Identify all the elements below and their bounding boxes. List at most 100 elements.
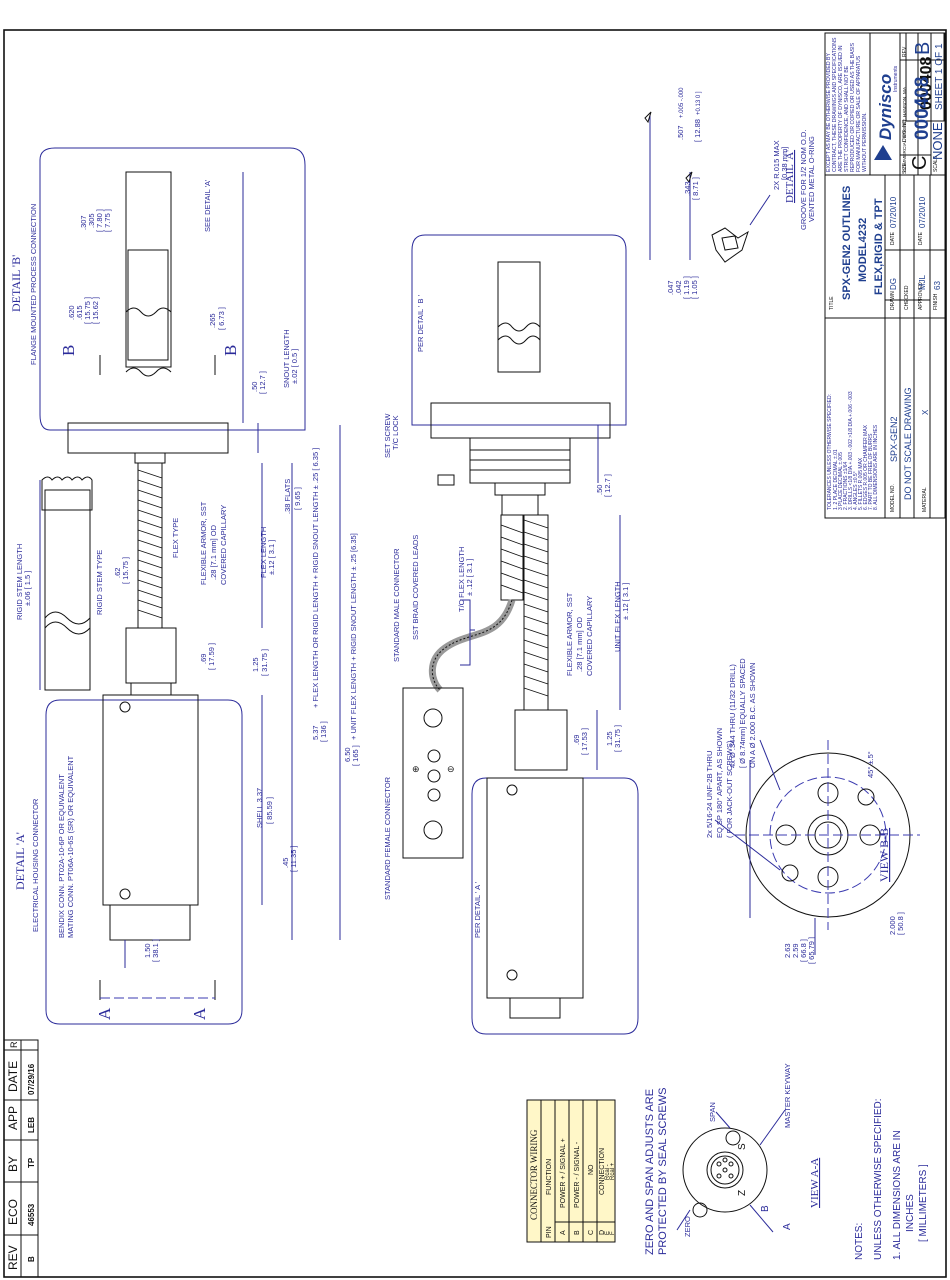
tb-rev-hdr: REV <box>902 46 908 57</box>
tc-flex <box>500 514 524 601</box>
prop-line-6: FOR MANUFACTURE OR SALE OF APPARATUS <box>856 55 862 172</box>
tol-line-7: 5. FILLETS R.005 MAX <box>858 457 864 510</box>
flex-armor-l1: FLEXIBLE ARMOR, SST <box>199 501 208 585</box>
groove-caption-2: VENTED METAL O-RING <box>807 136 816 222</box>
dim-780: [ 7.80 ] <box>95 209 104 232</box>
notes-line2: 1. ALL DIMENSIONS ARE IN <box>892 1130 903 1260</box>
tb-subtitle: FLEX,RIGID & TPT <box>873 198 885 295</box>
dim-1562: [ 15.62 ] <box>91 297 100 324</box>
dim-620: .620 <box>67 305 76 320</box>
groove-343: .343 <box>683 181 692 196</box>
groove-1288: [ 12.88 <box>693 119 702 142</box>
view-bb-thread-3: ( FOR JACK-OUT SCREWS) <box>725 740 734 838</box>
bendix-line1: BENDIX CONN. PT02A-10-6P OR EQUIVALENT <box>57 774 66 938</box>
company-name: Dynisco <box>876 74 895 140</box>
groove-042: .042 <box>674 280 683 295</box>
tpt-dim-50: .50 <box>595 485 604 495</box>
tb-drawn-date-hdr: DATE <box>890 231 896 245</box>
view-aa-zero: ZERO <box>683 1216 692 1237</box>
tb-model-no-hdr: MODEL NO. <box>890 484 896 512</box>
company-sub: Instruments <box>893 65 899 92</box>
tb-scale-hdr: SCALE <box>933 155 939 172</box>
view-aa-span: SPAN <box>708 1102 717 1122</box>
dim-537: 5.37 <box>311 725 320 740</box>
groove-507: .507 <box>676 125 685 140</box>
unit-flex-label: UNIT FLEX LENGTH <box>613 581 622 652</box>
tb-scale: NONE <box>930 122 945 160</box>
prop-line-2: CONTRACT, THESE DRAWINGS AND SPECIFICATI… <box>832 37 838 172</box>
detail-a-title: DETAIL 'A' <box>13 832 27 890</box>
tpt-flex-armor-3: COVERED CAPILLARY <box>585 596 594 676</box>
groove-507-tol: +.005 -.000 <box>679 87 685 118</box>
tol-line-5: 3. DRILLS <1/8 DIA.+.003 -.002 >1/8 DIA.… <box>848 391 854 510</box>
connector-wiring-table: CONNECTOR WIRING PIN FUNCTION A POWER + … <box>526 1099 616 1243</box>
tb-approved-date-hdr: DATE <box>918 231 924 245</box>
tb-sheet: SHEET 1 OF 1 <box>934 43 945 110</box>
flex-type-label: FLEX TYPE <box>171 518 180 558</box>
rev-header-rev: REV <box>6 1245 20 1270</box>
rev-date-value: 07/29/16 <box>27 1063 36 1095</box>
view-bb-angle: 45° ±.5° <box>866 751 875 778</box>
tb-title-hdr: TITLE <box>829 296 835 310</box>
view-bb-259: 2.59 <box>791 943 800 958</box>
tc-flex-tol: ± .12 [ 3.1 ] <box>465 559 474 596</box>
tpt-housing <box>486 777 584 999</box>
tb-rev: B <box>912 42 934 55</box>
dim-775: [ 7.75 ] <box>103 209 112 232</box>
tb-title: SPX-GEN2 OUTLINES <box>841 186 853 300</box>
snout-break-top <box>125 307 172 317</box>
tpt-plus-symbol: ⊕ <box>412 764 420 774</box>
tpt-snout <box>497 261 541 373</box>
wiring-fn-a: POWER + / SIGNAL + <box>560 1138 567 1208</box>
dim-307: .307 <box>79 215 88 230</box>
tb-material: X <box>921 409 930 415</box>
view-bb-holes-1: 4x Ø .344 THRU (11/32 DRILL) <box>728 664 737 768</box>
snout-length-tol: ±.02 [ 0.5 ] <box>290 349 299 384</box>
tol-line-8: 6. EDGES R.005 OR CHAMFER MAX <box>863 424 869 510</box>
tpt-dim-127: [ 12.7 ] <box>603 474 612 497</box>
tpt-dim-69: .69 <box>572 735 581 745</box>
tpt-flange <box>430 402 611 439</box>
tb-approved-date: 07/20/10 <box>918 196 927 228</box>
view-aa-pin-a: A <box>782 1223 793 1230</box>
notes-heading: NOTES: <box>854 1223 865 1260</box>
tb-drawn-by: DG <box>889 278 898 290</box>
tpt-body-top <box>469 437 571 484</box>
dim-1135: [ 11.35 ] <box>289 845 298 872</box>
view-bb-thread-2: EQ SP 180° APART, AS SHOWN <box>715 728 724 838</box>
dim-673: [ 6.73 ] <box>217 307 226 330</box>
wiring-pin-a: A <box>560 1230 567 1235</box>
unit-flex-armor <box>523 514 549 711</box>
groove-1288-tol: +0.13 0 ] <box>696 91 702 115</box>
groove-105: [ 1.05 ] <box>690 276 699 299</box>
dim-150: 1.50 <box>143 943 152 958</box>
view-aa-s: S <box>737 1143 748 1150</box>
view-aa-title: VIEW A-A <box>809 1158 821 1208</box>
rev-header-date: DATE <box>6 1061 20 1092</box>
flange-neck <box>134 452 166 464</box>
tb-dont-scale: DO NOT SCALE DRAWING <box>903 387 913 500</box>
rev-header-r: R <box>9 1041 19 1048</box>
dim-69-left: .69 <box>199 654 208 664</box>
section-b-left: B <box>59 345 78 356</box>
snout-length-label: SNOUT LENGTH <box>282 329 291 388</box>
wiring-pin-c: C <box>588 1230 595 1235</box>
tb-approved-by: MJL <box>918 274 927 290</box>
dim-1759: [ 17.59 ] <box>207 643 216 670</box>
dim-650: 6.50 <box>343 747 352 762</box>
groove-radius: 2X R.015 MAX <box>772 140 781 190</box>
view-bb-668: [ 66.8 ] <box>799 939 808 962</box>
groove-caption-1: GROOVE FOR 1/2 NOM O.D. <box>799 130 808 230</box>
tpt-dim-125: 1.25 <box>605 731 614 746</box>
groove-047: .047 <box>666 280 675 295</box>
tol-line-3: 3 PLACE DECIMAL ±.005 <box>838 452 844 510</box>
dim-1575: [ 15.75 ] <box>83 297 92 324</box>
detail-b-subtitle: FLANGE MOUNTED PROCESS CONNECTION <box>29 204 38 365</box>
rigid-stem-type: RIGID STEM TYPE <box>95 550 104 615</box>
wiring-fn-b: POWER - / SIGNAL - <box>574 1141 581 1208</box>
revision-block: REV ECO BY APP DATE R B 46553 TP LEB 07/… <box>3 1039 39 1278</box>
jack-out-hole <box>781 864 799 882</box>
tol-line-2: 1. 2 PLACE DECIMAL ±.01 <box>833 449 839 510</box>
tpt-connector-nut <box>514 709 568 771</box>
flex-length-tol: ±.12 [ 3.1 ] <box>267 540 276 575</box>
